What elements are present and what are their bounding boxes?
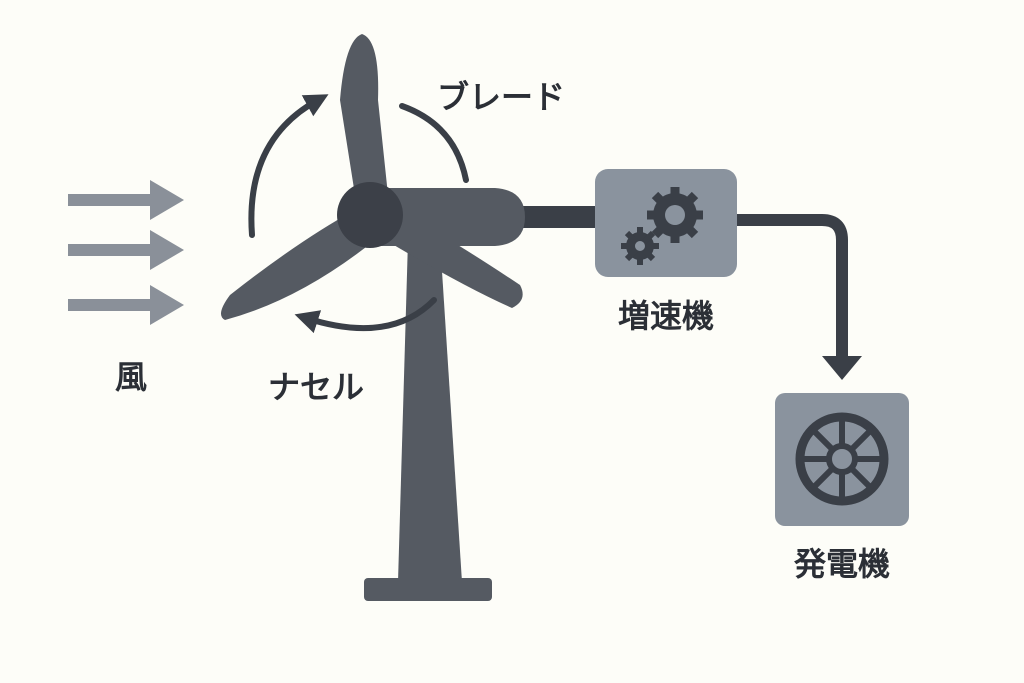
rotation-arrows: [248, 94, 469, 334]
wind-arrow: [68, 180, 184, 220]
gear-icon: [621, 187, 703, 265]
blade-top: [340, 34, 388, 195]
blade-label: ブレード: [436, 78, 566, 116]
wind-label: 風: [114, 358, 148, 396]
nacelle: [360, 188, 600, 246]
generator-label: 発電機: [793, 545, 891, 583]
hub: [337, 182, 403, 248]
generator-box: [775, 393, 909, 526]
wind-arrow: [68, 230, 184, 270]
connector-arrow: [737, 214, 862, 380]
wind-arrows: [68, 180, 184, 325]
blade-left: [221, 210, 375, 320]
tower: [364, 240, 492, 601]
wind-arrow: [68, 285, 184, 325]
nacelle-label: ナセル: [267, 368, 365, 406]
gearbox-box: [595, 169, 737, 277]
generator-wheel-icon: [795, 412, 889, 506]
gearbox-label: 増速機: [617, 297, 715, 335]
